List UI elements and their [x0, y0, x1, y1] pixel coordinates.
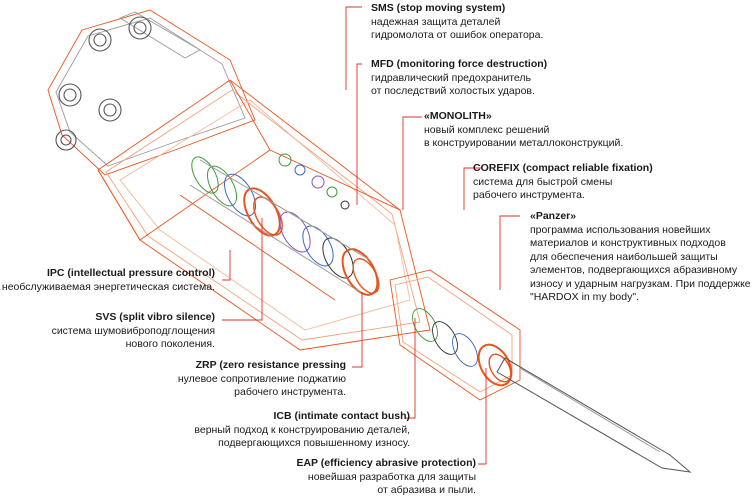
svs-title: SVS (split vibro silence) — [95, 311, 215, 323]
svs-desc: система шумовиброподглощения нового поко… — [51, 324, 215, 351]
callout-eap: EAP (efficiency abrasive protection) нов… — [296, 457, 476, 498]
mount-bracket — [47, 9, 256, 176]
ipc-desc: необслуживаемая энергетическая система. — [1, 280, 215, 293]
panzer-desc: программа использования новейших материа… — [530, 223, 751, 304]
sms-title: SMS (stop moving system) — [371, 2, 506, 14]
sms-desc: надежная защита деталей гидромолота от о… — [371, 15, 544, 42]
housing-body — [97, 79, 431, 351]
corefix-desc: система для быстрой смены рабочего инстр… — [473, 175, 613, 202]
zrp-title: ZRP (zero resistance pressing — [195, 359, 346, 371]
corefix-title: COREFIX (compact reliable fixation) — [473, 162, 653, 174]
eap-desc: новейшая разработка для защиты от абрази… — [307, 470, 476, 497]
cylinder-internals — [189, 153, 380, 296]
monolith-desc: новый комплекс решений в конструировании… — [424, 123, 624, 150]
bracket-holes — [55, 16, 152, 151]
ipc-title: IPC (intellectual pressure control) — [46, 267, 215, 279]
callout-mfd: MFD (monitoring force destruction) гидра… — [371, 58, 547, 99]
callout-svs: SVS (split vibro silence) система шумови… — [52, 311, 215, 352]
icb-title: ICB (intimate contact bush) — [273, 410, 410, 422]
callout-ipc: IPC (intellectual pressure control) необ… — [2, 267, 215, 294]
monolith-title: «MONOLITH» — [424, 110, 492, 122]
panzer-title: «Panzer» — [530, 210, 577, 222]
callout-corefix: COREFIX (compact reliable fixation) сист… — [473, 162, 653, 203]
front-head — [389, 269, 521, 401]
callout-sms: SMS (stop moving system) надежная защита… — [371, 2, 543, 43]
callout-panzer: «Panzer» программа использования новейши… — [530, 210, 751, 305]
mfd-title: MFD (monitoring force destruction) — [371, 58, 548, 70]
callout-zrp: ZRP (zero resistance pressing нулевое со… — [178, 359, 346, 400]
chisel-tool — [496, 357, 692, 473]
icb-desc: верный подход к конструированию деталей,… — [194, 423, 410, 450]
callout-icb: ICB (intimate contact bush) верный подхо… — [194, 410, 410, 451]
eap-title: EAP (efficiency abrasive protection) — [296, 457, 476, 469]
callout-monolith: «MONOLITH» новый комплекс решений в конс… — [424, 110, 623, 151]
mfd-desc: гидравлический предохранитель от последс… — [371, 71, 535, 98]
zrp-desc: нулевое сопротивление поджатию рабочего … — [177, 372, 346, 399]
callout-lines — [222, 6, 520, 465]
